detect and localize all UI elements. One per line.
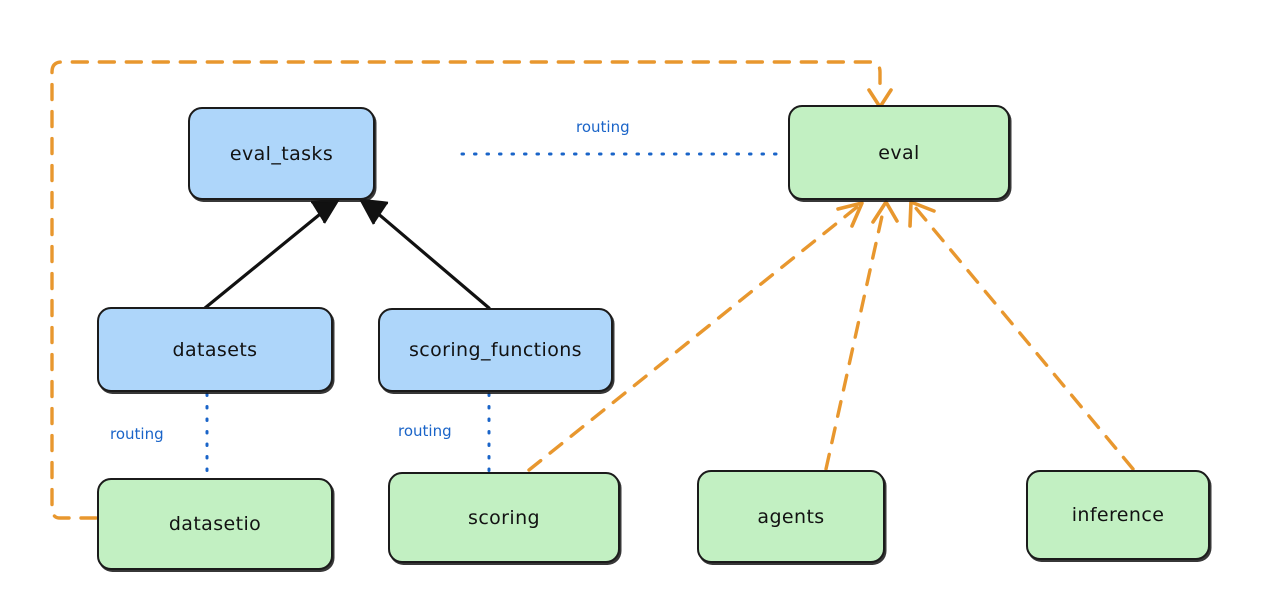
node-inference[interactable]: inference — [1026, 470, 1210, 560]
node-label-scoring: scoring — [468, 506, 540, 529]
edge-label-routing-scoring_functions-scoring: routing — [398, 422, 452, 440]
node-datasetio[interactable]: datasetio — [97, 478, 333, 570]
node-label-eval: eval — [878, 141, 920, 164]
node-eval-tasks[interactable]: eval_tasks — [188, 107, 375, 200]
edge-inference-to-eval — [908, 200, 1135, 471]
node-label-datasets: datasets — [172, 338, 258, 361]
node-label-agents: agents — [757, 505, 825, 528]
node-label-inference: inference — [1071, 504, 1165, 526]
edge-datasetio-to-eval — [50, 60, 893, 520]
edge-scoring_functions-to-eval_tasks — [359, 198, 491, 310]
node-label-datasetio: datasetio — [168, 513, 262, 535]
node-label-scoring-functions: scoring_functions — [409, 339, 582, 361]
node-scoring[interactable]: scoring — [388, 472, 620, 563]
edge-label-routing-eval_tasks-eval: routing — [576, 118, 630, 136]
node-label-eval-tasks: eval_tasks — [229, 142, 334, 165]
node-datasets[interactable]: datasets — [97, 307, 333, 392]
edge-label-routing-datasets-datasetio: routing — [110, 425, 164, 443]
edge-agents-to-eval — [824, 200, 899, 471]
node-agents[interactable]: agents — [697, 470, 885, 563]
node-scoring-functions[interactable]: scoring_functions — [378, 308, 613, 392]
edge-datasets-to-eval_tasks — [203, 198, 340, 310]
node-eval[interactable]: eval — [788, 105, 1010, 200]
